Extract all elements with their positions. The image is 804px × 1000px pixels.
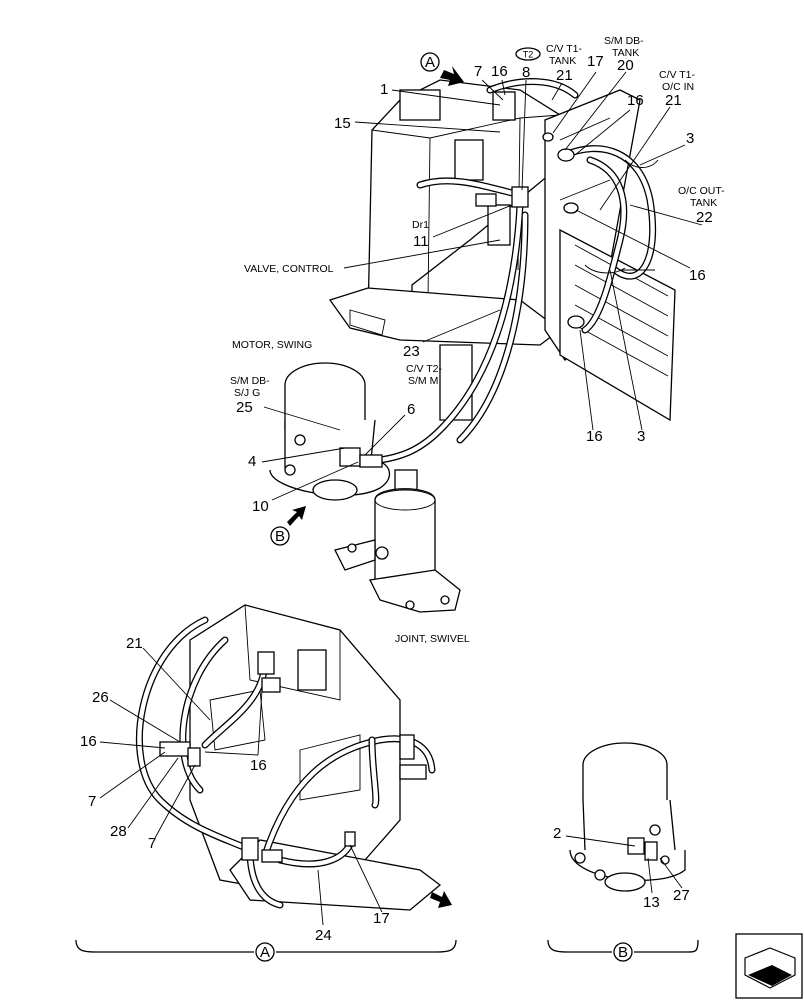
view-a-marker-label: A (425, 54, 435, 71)
callout-b-2: 2 (553, 825, 561, 842)
callout-20: 20 (617, 57, 634, 74)
callout-a-16-mid: 16 (250, 757, 267, 774)
view-a-arrow-icon (440, 66, 464, 86)
callout-b-13: 13 (643, 894, 660, 911)
view-b-bracket-marker (613, 942, 633, 962)
sm-db-tank-label-2: TANK (612, 47, 639, 59)
callout-25: 25 (236, 399, 253, 416)
callout-16-r2: 16 (689, 267, 706, 284)
sm-db-tank-label-1: S/M DB- (604, 35, 644, 47)
control-valve-assembly (328, 79, 676, 422)
callout-21-top: 21 (556, 67, 573, 84)
callout-7-top: 7 (474, 63, 482, 80)
callout-a-17: 17 (373, 910, 390, 927)
cv-t1-oc-in-label-2: O/C IN (662, 81, 694, 93)
view-b-bracket (547, 939, 699, 953)
leader-lines (99, 71, 703, 926)
view-b-marker-label: B (275, 528, 285, 545)
view-a-bracket-marker (255, 942, 275, 962)
callout-a-21: 21 (126, 635, 143, 652)
callout-a-7-1: 7 (88, 793, 96, 810)
joint-swivel-label: JOINT, SWIVEL (395, 633, 470, 645)
callout-23: 23 (403, 343, 420, 360)
oc-out-tank-label-1: O/C OUT- (678, 185, 725, 197)
callout-10: 10 (252, 498, 269, 515)
cv-t1-oc-in-label-1: C/V T1- (659, 69, 695, 81)
callout-3-bot: 3 (637, 428, 645, 445)
view-a-bracket (75, 939, 457, 953)
callout-a-26: 26 (92, 689, 109, 706)
cv-t2-sm-m-label-1: C/V T2- (406, 363, 442, 375)
callout-16-top: 16 (491, 63, 508, 80)
view-b-arrow-icon (287, 506, 306, 526)
callout-16-bot: 16 (586, 428, 603, 445)
sm-db-sjg-label-2: S/J G (234, 387, 260, 399)
top-hoses (356, 78, 659, 466)
callout-3-top: 3 (686, 130, 694, 147)
callout-1: 1 (380, 81, 388, 98)
callout-a-7-2: 7 (148, 835, 156, 852)
cv-t1-tank-label-1: C/V T1- (546, 43, 582, 55)
motor-swing-label: MOTOR, SWING (232, 339, 312, 351)
cv-t1-tank-label-2: TANK (549, 55, 576, 67)
swivel-joint (334, 469, 461, 613)
callout-b-27: 27 (673, 887, 690, 904)
dr1-label: Dr1 (412, 219, 429, 231)
view-a-hoses (136, 616, 436, 909)
view-a-marker (420, 52, 440, 72)
callout-17-top: 17 (587, 53, 604, 70)
view-b-assembly (569, 742, 686, 892)
valve-control-label: VALVE, CONTROL (244, 263, 334, 275)
view-b-bracket-label: B (618, 944, 628, 961)
cv-t2-sm-m-label-2: S/M M (408, 375, 438, 387)
callout-16-r1: 16 (627, 92, 644, 109)
callout-a-16-left: 16 (80, 733, 97, 750)
t2-badge-label: T2 (523, 50, 534, 60)
callout-22: 22 (696, 209, 713, 226)
nav-box-icon[interactable] (735, 933, 803, 999)
t2-badge (515, 47, 541, 61)
oc-out-tank-label-2: TANK (690, 197, 717, 209)
view-a-bracket-label: A (260, 944, 270, 961)
sm-db-sjg-label-1: S/M DB- (230, 375, 270, 387)
callout-6: 6 (407, 401, 415, 418)
callout-21-r: 21 (665, 92, 682, 109)
callout-a-28: 28 (110, 823, 127, 840)
callout-15: 15 (334, 115, 351, 132)
callout-11: 11 (413, 233, 429, 250)
swing-motor (269, 362, 391, 501)
callout-a-24: 24 (315, 927, 332, 944)
callout-8: 8 (522, 64, 530, 81)
view-b-marker (270, 526, 290, 546)
callout-4: 4 (248, 453, 256, 470)
view-a-exit-arrow-icon (430, 891, 452, 908)
